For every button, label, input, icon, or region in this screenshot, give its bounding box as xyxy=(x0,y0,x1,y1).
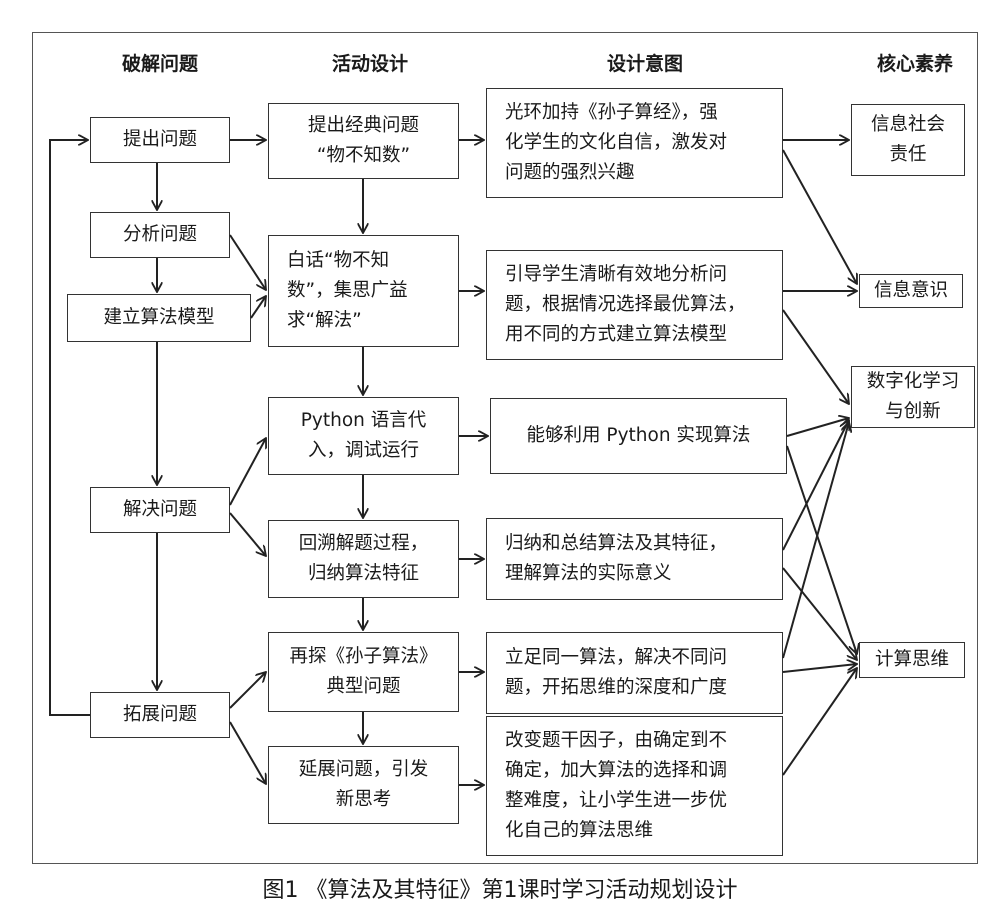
activity-classic-problem: 提出经典问题“物不知数” xyxy=(268,103,459,179)
arrow-analyze-a2 xyxy=(229,234,266,290)
literacy-info-awareness: 信息意识 xyxy=(859,274,963,308)
arrow-i3-l3 xyxy=(786,418,849,437)
header-activity-design: 活动设计 xyxy=(331,53,408,75)
arrow-i3-l4 xyxy=(786,445,857,654)
diagram-frame xyxy=(32,32,978,864)
arrow-i4-l4 xyxy=(782,567,857,660)
intent-implement-python: 能够利用 Python 实现算法 xyxy=(490,398,787,474)
arrow-i6-l4 xyxy=(782,668,857,776)
step-extend-problem: 拓展问题 xyxy=(90,692,230,738)
arrow-i1-l2 xyxy=(782,149,857,284)
literacy-info-social-responsibility: 信息社会责任 xyxy=(851,104,965,176)
arrow-i4-l3 xyxy=(782,420,849,551)
intent-cultural-confidence: 光环加持《孙子算经》，强化学生的文化自信，激发对问题的强烈兴趣 xyxy=(486,88,783,198)
loop-arrow xyxy=(49,140,90,716)
intent-summarize-algorithm: 归纳和总结算法及其特征，理解算法的实际意义 xyxy=(486,518,783,600)
arrow-i5-l4 xyxy=(782,664,857,673)
header-design-intent: 设计意图 xyxy=(606,53,683,75)
step-analyze-problem: 分析问题 xyxy=(90,212,230,258)
step-solve-problem: 解决问题 xyxy=(90,487,230,533)
intent-analyze-model: 引导学生清晰有效地分析问题，根据情况选择最优算法，用不同的方式建立算法模型 xyxy=(486,250,783,360)
activity-reexplore-sunzi: 再探《孙子算法》典型问题 xyxy=(268,632,459,712)
step-build-model: 建立算法模型 xyxy=(67,294,251,342)
step-raise-problem: 提出问题 xyxy=(90,117,230,163)
activity-extend-thinking: 延展问题，引发新思考 xyxy=(268,746,459,824)
arrow-i2-l3 xyxy=(782,309,849,404)
arrow-extend-a5 xyxy=(229,672,266,709)
arrow-solve-a3 xyxy=(229,438,266,506)
header-core-literacy: 核心素养 xyxy=(876,53,953,75)
literacy-digital-learning: 数字化学习与创新 xyxy=(851,366,975,428)
arrow-solve-a4 xyxy=(229,512,266,556)
activity-brainstorm: 白话“物不知数”，集思广益求“解法” xyxy=(268,235,459,347)
arrow-extend-a6 xyxy=(229,721,266,784)
arrow-model-a2 xyxy=(250,296,266,319)
figure-caption: 图1 《算法及其特征》第1课时学习活动规划设计 xyxy=(262,878,738,903)
header-problem-solving: 破解问题 xyxy=(121,53,198,75)
activity-review-summarize: 回溯解题过程，归纳算法特征 xyxy=(268,520,459,598)
intent-depth-breadth: 立足同一算法，解决不同问题，开拓思维的深度和广度 xyxy=(486,632,783,714)
activity-python-debug: Python 语言代入，调试运行 xyxy=(268,397,459,475)
arrow-i5-l3 xyxy=(782,422,849,659)
intent-optimize-thinking: 改变题干因子，由确定到不确定，加大算法的选择和调整难度，让小学生进一步优化自己的… xyxy=(486,716,783,856)
literacy-computational-thinking: 计算思维 xyxy=(859,642,965,678)
